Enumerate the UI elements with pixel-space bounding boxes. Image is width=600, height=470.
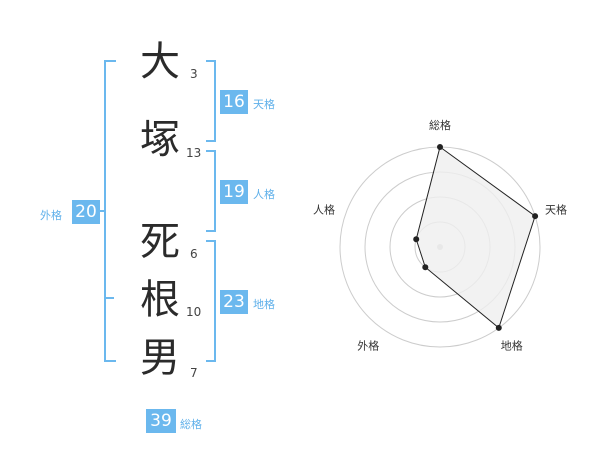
tenkaku-label: 天格 bbox=[253, 98, 275, 111]
radar-axis-label-1: 総格 bbox=[429, 118, 451, 132]
chikaku-value: 23 bbox=[220, 290, 248, 314]
name-char-1: 大 bbox=[140, 39, 180, 85]
radar-point-3 bbox=[495, 324, 502, 331]
radar-axis-label-5: 人格 bbox=[313, 202, 335, 216]
stroke-count-5: 7 bbox=[190, 366, 198, 380]
bracket-jinkaku bbox=[206, 150, 216, 232]
soukaku-label: 総格 bbox=[180, 418, 202, 431]
bracket-gaikaku bbox=[104, 60, 116, 362]
radar-polygon bbox=[415, 146, 536, 329]
bracket-tenkaku bbox=[206, 60, 216, 142]
name-char-2: 塚 bbox=[140, 117, 180, 163]
name-char-3: 死 bbox=[140, 219, 180, 265]
stroke-count-2: 13 bbox=[186, 146, 202, 160]
jinkaku-value: 19 bbox=[220, 180, 248, 204]
jinkaku-label: 人格 bbox=[253, 188, 275, 201]
radar-axis-label-2: 天格 bbox=[545, 202, 567, 216]
radar-point-1 bbox=[437, 144, 443, 150]
tenkaku-value: 16 bbox=[220, 90, 248, 114]
bracket-gaikaku-stub bbox=[98, 210, 104, 212]
bracket-chikaku bbox=[206, 240, 216, 362]
stroke-count-3: 6 bbox=[190, 247, 198, 261]
radar-point-4 bbox=[422, 264, 429, 271]
name-char-5: 男 bbox=[140, 335, 180, 381]
radar-point-5 bbox=[413, 236, 420, 243]
stroke-count-1: 3 bbox=[190, 67, 198, 81]
chikaku-label: 地格 bbox=[253, 298, 275, 311]
soukaku-value: 39 bbox=[146, 409, 176, 433]
radar-axis-label-4: 外格 bbox=[357, 339, 379, 353]
stroke-count-4: 10 bbox=[186, 305, 202, 319]
name-char-4: 根 bbox=[140, 277, 180, 323]
gaikaku-label: 外格 bbox=[40, 209, 62, 222]
bracket-gaikaku-mid bbox=[106, 297, 114, 299]
radar-point-2 bbox=[532, 213, 539, 220]
gaikaku-value: 20 bbox=[72, 200, 100, 224]
radar-axis-label-3: 地格 bbox=[501, 339, 523, 353]
